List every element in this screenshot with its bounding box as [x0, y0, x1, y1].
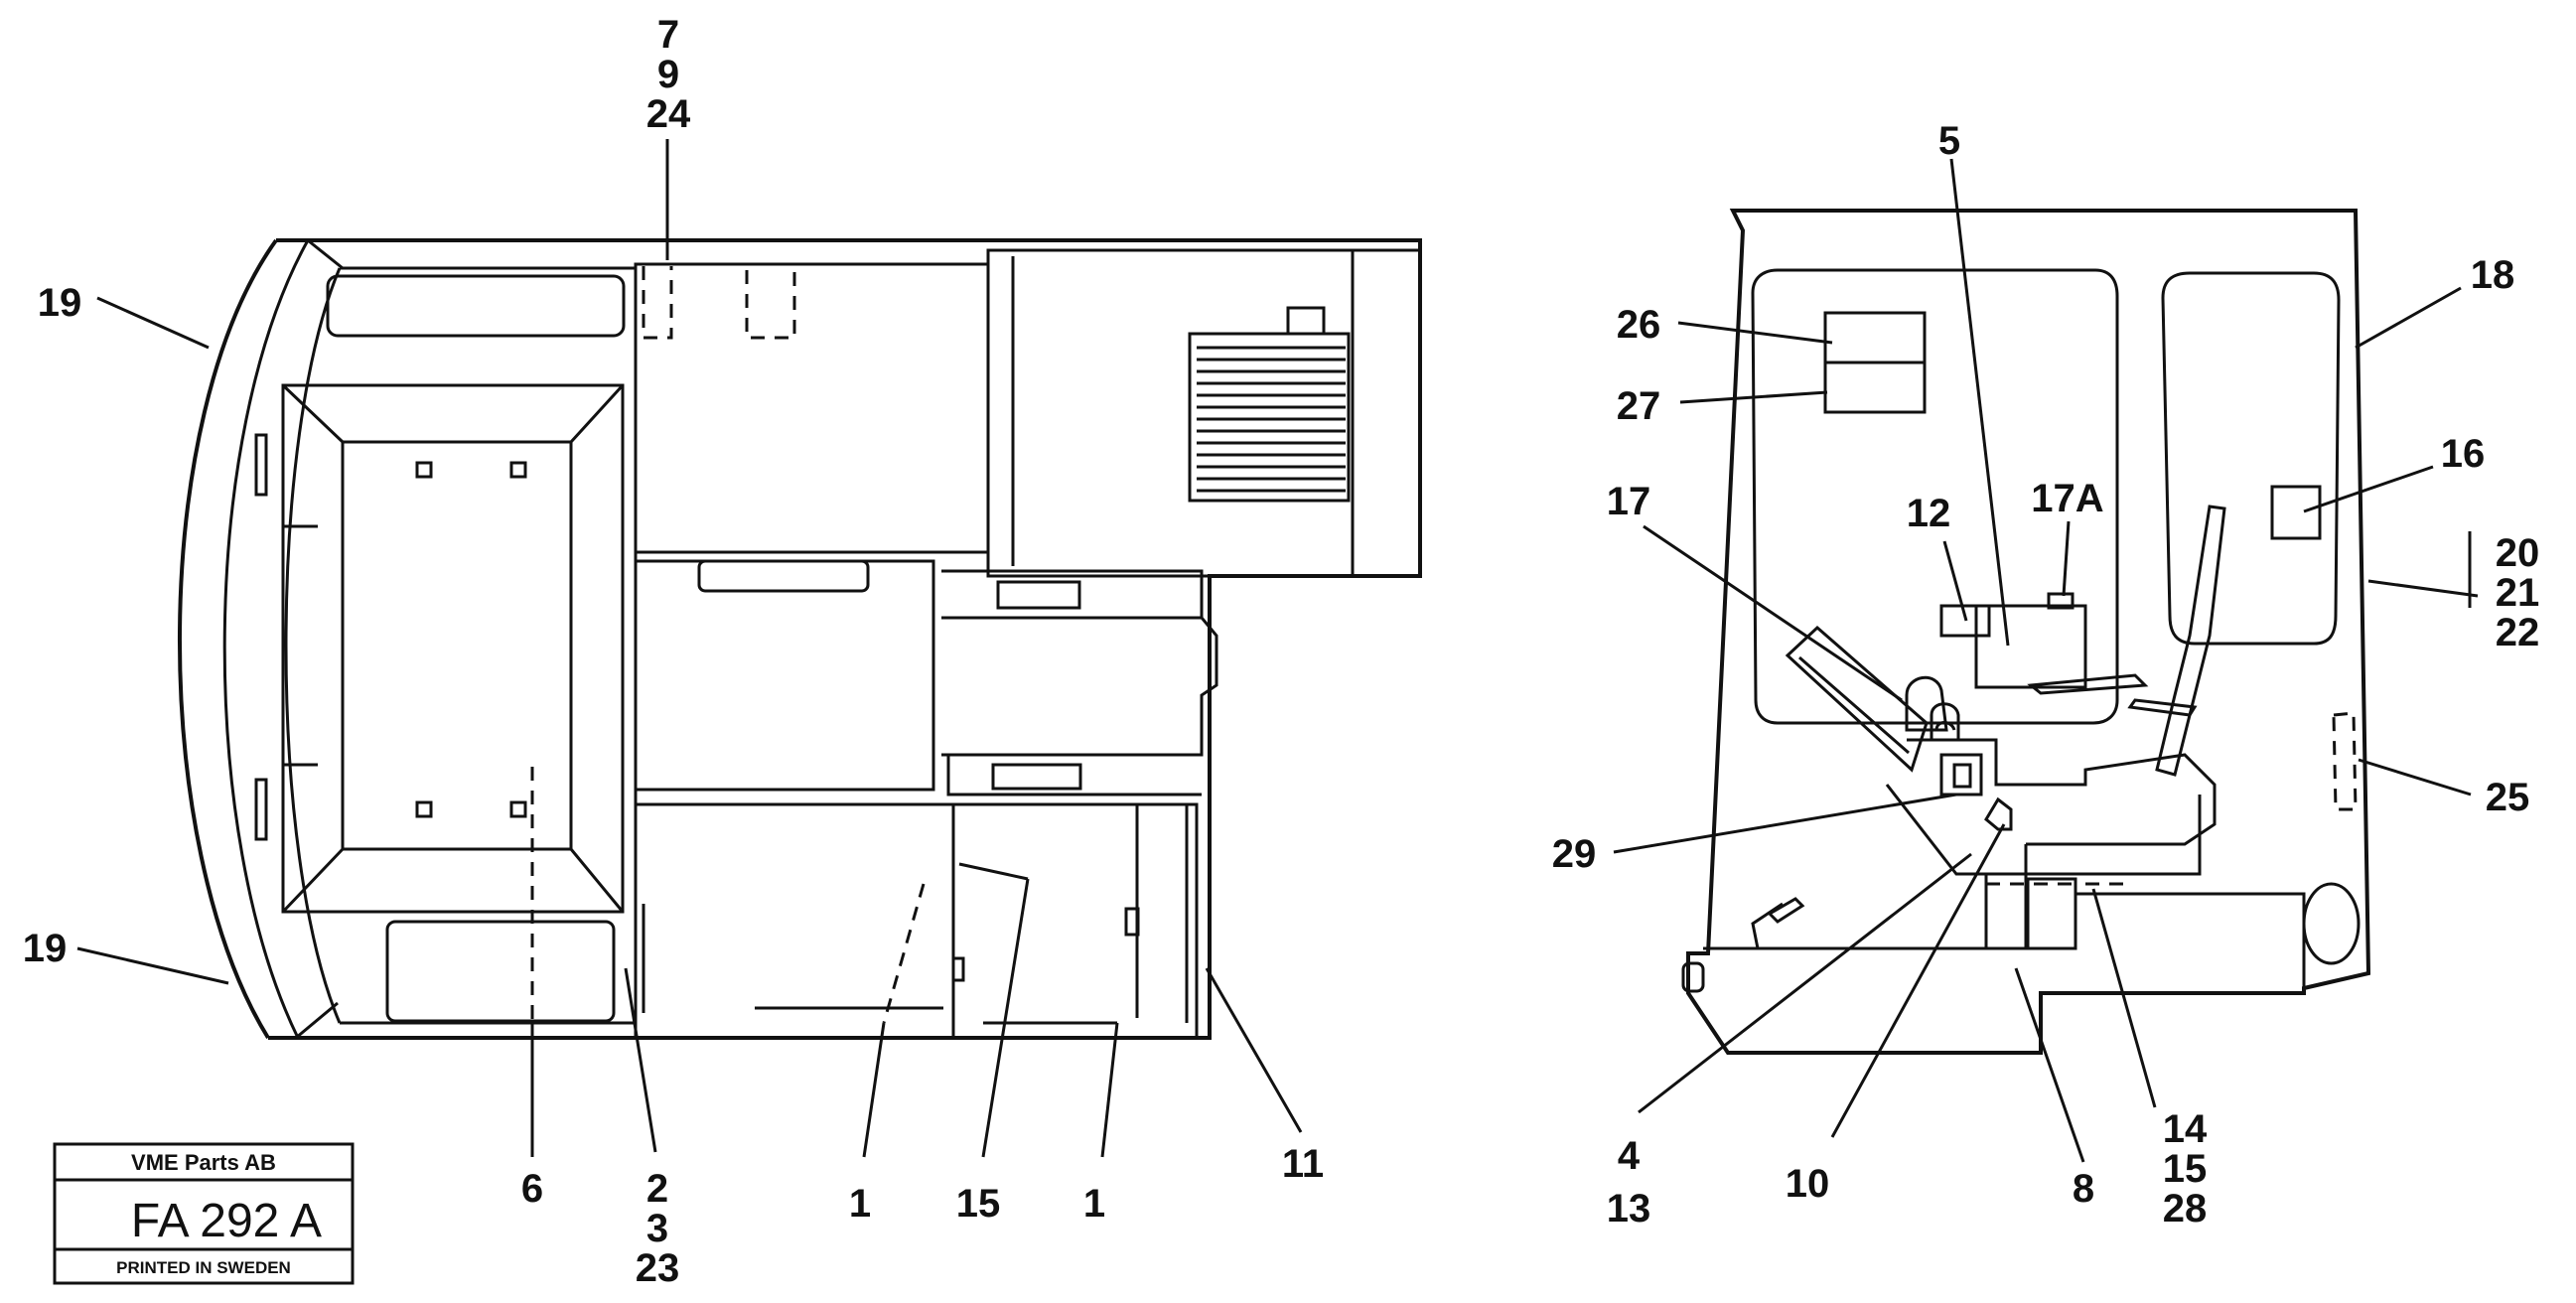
callout-19-top: 19 [38, 281, 82, 325]
callout-9: 9 [657, 53, 679, 96]
cab-side-view [1681, 209, 2371, 1055]
callout-8: 8 [2073, 1167, 2094, 1211]
callout-17a: 17A [2031, 477, 2103, 520]
leader-lines-right [1613, 158, 2479, 1163]
callout-29: 29 [1552, 832, 1597, 876]
callout-1-left: 1 [849, 1182, 871, 1226]
grille-lines [1197, 346, 1346, 493]
callout-4: 4 [1618, 1134, 1641, 1178]
callout-16: 16 [2441, 432, 2486, 476]
callout-26: 26 [1617, 303, 1661, 347]
leader-lines-left [76, 139, 1303, 1158]
callout-24: 24 [646, 92, 691, 136]
title-block: VME Parts AB FA 292 A PRINTED IN SWEDEN [53, 1142, 355, 1285]
cab-top-view [178, 238, 1422, 1040]
callout-21: 21 [2496, 571, 2540, 615]
callout-5: 5 [1938, 119, 1960, 163]
callout-20: 20 [2496, 531, 2540, 575]
title-block-footer: PRINTED IN SWEDEN [116, 1258, 291, 1277]
callout-19-bottom: 19 [23, 927, 68, 970]
callout-27: 27 [1617, 384, 1661, 428]
callout-10: 10 [1786, 1162, 1830, 1206]
callout-18: 18 [2471, 253, 2515, 297]
callout-6: 6 [521, 1167, 543, 1211]
callout-15-right: 15 [2163, 1147, 2208, 1191]
title-block-company: VME Parts AB [131, 1150, 276, 1175]
callout-22: 22 [2496, 611, 2540, 654]
callout-13: 13 [1607, 1187, 1651, 1231]
callout-labels: 7 9 24 19 19 6 2 3 23 1 15 1 11 5 26 27 … [23, 13, 2540, 1290]
callout-7: 7 [657, 13, 679, 57]
title-block-code: FA 292 A [131, 1195, 322, 1247]
callout-23: 23 [636, 1246, 680, 1290]
callout-17: 17 [1607, 480, 1651, 523]
callout-12: 12 [1907, 492, 1951, 535]
callout-1-right: 1 [1083, 1182, 1105, 1226]
callout-3: 3 [646, 1207, 668, 1250]
callout-14: 14 [2163, 1107, 2208, 1151]
callout-2: 2 [646, 1167, 668, 1211]
callout-11: 11 [1282, 1142, 1324, 1186]
callout-15-left: 15 [956, 1182, 1001, 1226]
callout-28: 28 [2163, 1187, 2208, 1231]
callout-25: 25 [2486, 776, 2530, 819]
